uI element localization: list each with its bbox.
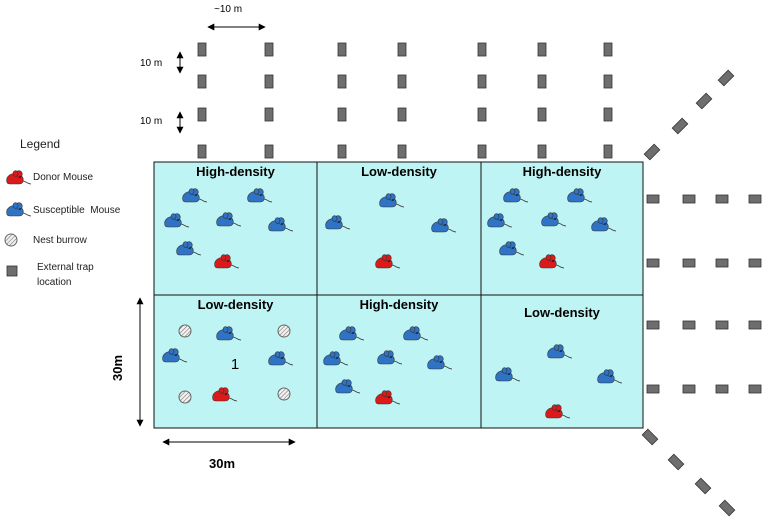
trap-location bbox=[715, 258, 729, 268]
enclosure-5: High-density bbox=[316, 294, 482, 429]
trap-location bbox=[603, 74, 613, 89]
trap-location bbox=[477, 42, 487, 57]
nest-burrow-icon bbox=[178, 324, 192, 338]
legend: Legend Donor Mouse Susceptible Mouse Nes… bbox=[4, 137, 121, 288]
trap-location bbox=[337, 74, 347, 89]
trap-location bbox=[337, 107, 347, 122]
trap-location bbox=[682, 384, 696, 394]
trap-location bbox=[748, 320, 762, 330]
enclosure-1: High-density bbox=[153, 161, 318, 296]
trap-location bbox=[537, 107, 547, 122]
trap-location bbox=[646, 384, 660, 394]
trap-location bbox=[646, 258, 660, 268]
enclosure-number-label: 1 bbox=[231, 356, 239, 373]
trap-location bbox=[641, 428, 659, 446]
enclosure-density-label: Low-density bbox=[524, 305, 601, 320]
nest-burrow-icon bbox=[277, 387, 291, 401]
spacing-horizontal-label: ~10 m bbox=[214, 4, 242, 15]
trap-location bbox=[603, 144, 613, 159]
enclosure-boundary bbox=[316, 161, 482, 296]
legend-nest-label: Nest burrow bbox=[33, 235, 88, 246]
trap-location bbox=[264, 107, 274, 122]
legend-donor-label: Donor Mouse bbox=[33, 172, 93, 183]
trap-location bbox=[477, 74, 487, 89]
trap-location bbox=[748, 384, 762, 394]
right-trap-grid bbox=[646, 194, 762, 394]
trap-location bbox=[264, 144, 274, 159]
trap-location bbox=[537, 74, 547, 89]
blue-mouse-icon bbox=[6, 202, 32, 217]
trap-location bbox=[197, 42, 207, 57]
trap-location bbox=[603, 107, 613, 122]
legend-title: Legend bbox=[20, 137, 60, 151]
trap-location bbox=[717, 69, 735, 87]
nest-burrow-icon bbox=[4, 233, 18, 247]
enclosure-6: Low-density bbox=[480, 294, 644, 429]
trap-location bbox=[643, 143, 661, 161]
trap-location bbox=[537, 144, 547, 159]
enclosure-density-label: High-density bbox=[360, 297, 439, 312]
enclosure-density-label: High-density bbox=[523, 164, 602, 179]
nest-burrow-icon bbox=[277, 324, 291, 338]
trap-location bbox=[682, 258, 696, 268]
trap-location bbox=[715, 194, 729, 204]
trap-location bbox=[682, 320, 696, 330]
trap-location bbox=[477, 144, 487, 159]
trap-location bbox=[646, 320, 660, 330]
trap-location bbox=[715, 320, 729, 330]
trap-icon bbox=[6, 265, 18, 277]
trap-location bbox=[477, 107, 487, 122]
trap-location bbox=[264, 74, 274, 89]
enclosure-boundary bbox=[316, 294, 482, 429]
spacing-vertical-label-1: 10 m bbox=[140, 58, 162, 69]
nest-burrow-icon bbox=[178, 390, 192, 404]
legend-trap-label-line1: External trap bbox=[37, 262, 94, 273]
trap-location bbox=[337, 144, 347, 159]
enclosure-density-label: Low-density bbox=[198, 297, 275, 312]
trap-location bbox=[748, 258, 762, 268]
enclosure-width-label: 30m bbox=[209, 456, 235, 471]
trap-location bbox=[537, 42, 547, 57]
trap-location bbox=[197, 144, 207, 159]
top-trap-grid bbox=[197, 42, 613, 159]
trap-location bbox=[718, 499, 736, 517]
legend-susceptible-label: Susceptible Mouse bbox=[33, 205, 121, 216]
dimension-annotations: ~10 m 10 m 10 m 30m 30m bbox=[110, 4, 296, 471]
trap-location bbox=[397, 42, 407, 57]
enclosure-2: Low-density bbox=[316, 161, 482, 296]
trap-location bbox=[264, 42, 274, 57]
trap-location bbox=[337, 42, 347, 57]
diagonal-trap-lines bbox=[641, 69, 736, 517]
trap-location bbox=[695, 92, 713, 110]
enclosure-boundary bbox=[480, 294, 644, 429]
enclosure-3: High-density bbox=[480, 161, 644, 296]
trap-location bbox=[197, 107, 207, 122]
trap-location bbox=[671, 117, 689, 135]
red-mouse-icon bbox=[6, 170, 32, 185]
trap-location bbox=[397, 74, 407, 89]
trap-location bbox=[397, 144, 407, 159]
spacing-vertical-label-2: 10 m bbox=[140, 116, 162, 127]
enclosure-boundary bbox=[153, 161, 318, 296]
enclosure-density-label: High-density bbox=[196, 164, 275, 179]
trap-location bbox=[397, 107, 407, 122]
enclosure-density-label: Low-density bbox=[361, 164, 438, 179]
trap-location bbox=[646, 194, 660, 204]
trap-location bbox=[748, 194, 762, 204]
trap-location bbox=[694, 477, 712, 495]
enclosure-height-label: 30m bbox=[110, 355, 125, 381]
enclosure-boundary bbox=[153, 294, 318, 429]
trap-location bbox=[715, 384, 729, 394]
trap-location bbox=[667, 453, 685, 471]
enclosure-boundary bbox=[480, 161, 644, 296]
legend-trap-label-line2: location bbox=[37, 277, 71, 288]
trap-location bbox=[197, 74, 207, 89]
trap-location bbox=[603, 42, 613, 57]
enclosure-4: Low-density 1 bbox=[153, 294, 318, 429]
trap-location bbox=[682, 194, 696, 204]
